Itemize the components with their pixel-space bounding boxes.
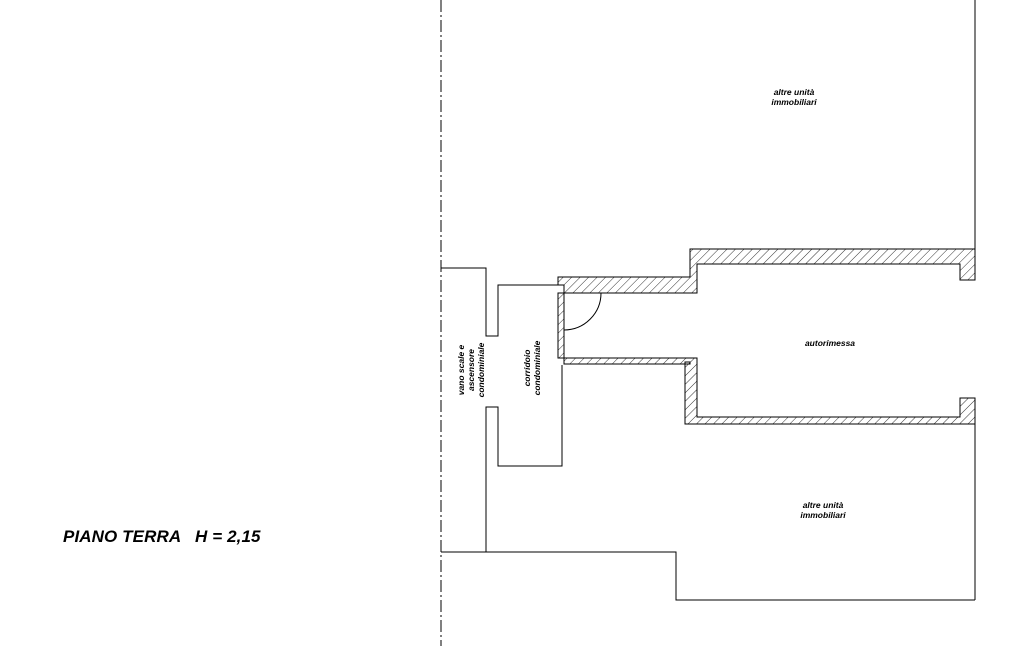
upper-units-label-2: immobiliari [771, 97, 817, 107]
garage-bottom-wall [558, 357, 976, 425]
garage-door-swing [563, 292, 602, 331]
lower-units-label-2: immobiliari [800, 510, 846, 520]
garage-label: autorimessa [805, 338, 855, 348]
lower-units-label-1: altre unità [803, 500, 844, 510]
corridor-label-1: corridoio [522, 350, 532, 387]
stair-lift-label-1: vano scale e [456, 344, 466, 395]
bottom-outline [441, 551, 975, 601]
stair-lift-label-2: ascensore [466, 349, 476, 391]
corridor-label-2: condominiale [532, 340, 542, 395]
stair-lift-label: vano scale e ascensore condominiale [456, 342, 486, 397]
garage-top-wall [557, 248, 976, 294]
corridor-label: corridoio condominiale [522, 340, 542, 395]
stair-lift-label-3: condominiale [476, 342, 486, 397]
floor-title: PIANO TERRA H = 2,15 [63, 527, 261, 546]
stair-block-wall-lower [485, 365, 563, 552]
stair-block-wall [441, 267, 558, 337]
upper-units-label-1: altre unità [774, 87, 815, 97]
garage-left-wall [557, 292, 565, 359]
